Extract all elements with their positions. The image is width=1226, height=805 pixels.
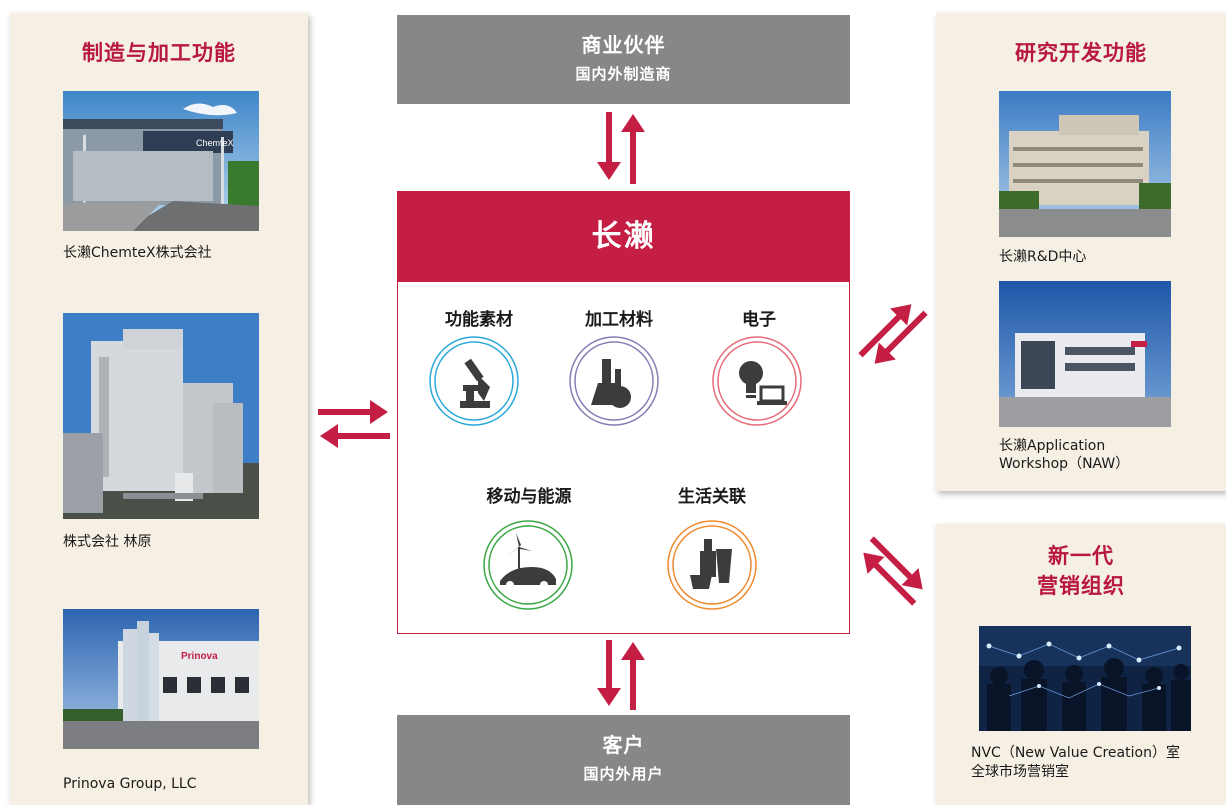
marketing-title-line2: 营销组织 (1037, 574, 1125, 598)
naw-caption-line1: 长濑Application (999, 438, 1106, 454)
chemtex-sign-text: ChemteX (196, 138, 234, 148)
prinova-photo: Prinova (63, 609, 259, 749)
chemtex-caption: 长濑ChemteX株式会社 (63, 245, 212, 261)
manufacturing-panel-title: 制造与加工功能 (82, 41, 236, 65)
rd-center-caption: 长濑R&D中心 (999, 249, 1087, 265)
cosmetics-icon (667, 520, 757, 610)
naw-caption-line2: Workshop（NAW） (999, 456, 1130, 472)
rd-center-photo (999, 91, 1171, 237)
business-partner-title: 商业伙伴 (581, 33, 666, 57)
marketing-title-line1: 新一代 (1048, 544, 1114, 568)
right-bottom-bidirectional-arrows (863, 536, 923, 606)
nagase-center-box: 长濑 功能素材 加工材料 电子 (397, 191, 850, 634)
business-partner-box: 商业伙伴 国内外制造商 (397, 15, 850, 104)
nvc-caption-line1: NVC（New Value Creation）室 (971, 745, 1180, 761)
rd-panel-title: 研究开发功能 (1015, 41, 1147, 65)
segment-label-life-related: 生活关联 (678, 487, 746, 507)
marketing-panel: 新一代 营销组织 NVC（Ne (936, 524, 1226, 805)
nvc-caption-line2: 全球市场营销室 (971, 764, 1069, 780)
hayashibara-caption: 株式会社 林原 (63, 534, 152, 550)
prinova-sign-text: Prinova (181, 651, 218, 662)
segment-label-processing-materials: 加工材料 (585, 310, 653, 330)
business-partner-subtitle: 国内外制造商 (575, 65, 672, 83)
hayashibara-photo (63, 313, 259, 519)
customer-subtitle: 国内外用户 (583, 765, 664, 783)
segment-label-functional-materials: 功能素材 (445, 310, 513, 330)
car-windturbine-icon (483, 520, 573, 610)
manufacturing-panel: 制造与加工功能 ChemteX 长濑ChemteX株式会社 (10, 13, 308, 805)
top-bidirectional-arrows (597, 112, 645, 184)
lightbulb-laptop-icon (712, 336, 802, 426)
nvc-photo (979, 626, 1191, 731)
rd-panel: 研究开发功能 长濑R&D中心 长濑Application Works (936, 13, 1226, 491)
segment-label-mobility-energy: 移动与能源 (486, 487, 572, 507)
left-bidirectional-arrows (318, 400, 390, 448)
bottom-bidirectional-arrows (597, 640, 645, 710)
segment-label-electronics: 电子 (742, 310, 776, 330)
flask-icon (569, 336, 659, 426)
microscope-icon (429, 336, 519, 426)
chemtex-photo: ChemteX (63, 91, 259, 231)
prinova-caption: Prinova Group, LLC (63, 776, 197, 792)
customer-box: 客户 国内外用户 (397, 715, 850, 805)
naw-photo (999, 281, 1171, 427)
nagase-title: 长濑 (398, 192, 849, 282)
right-top-bidirectional-arrows (858, 304, 928, 364)
customer-title: 客户 (602, 733, 645, 757)
